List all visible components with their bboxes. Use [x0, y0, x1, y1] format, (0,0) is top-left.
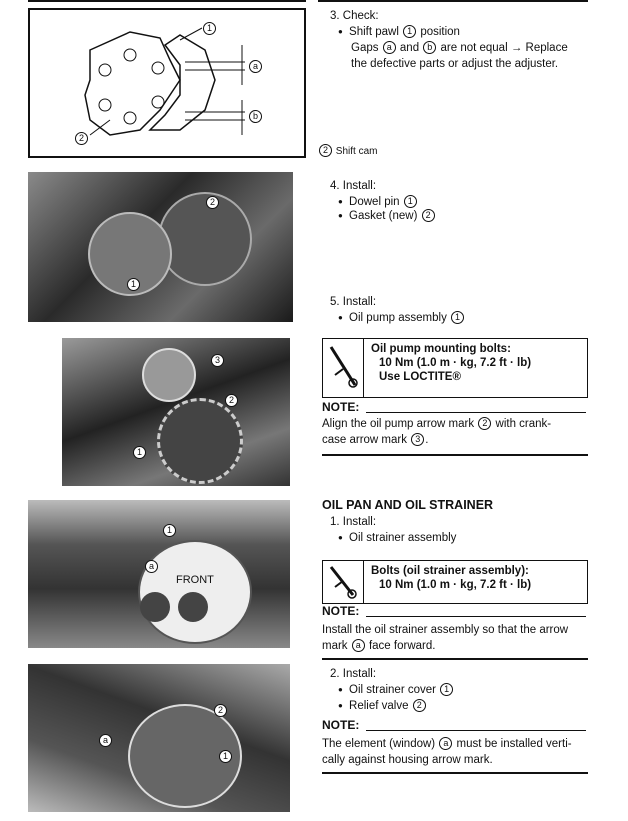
note2-a: a: [351, 639, 365, 652]
step4-item1-num: 1: [403, 195, 417, 208]
note2-rule: [366, 616, 586, 617]
step3-bullet-num: 1: [403, 25, 417, 38]
spec1-line1: Oil pump mounting bolts:: [371, 343, 511, 355]
p4-callout-2: 2: [214, 704, 227, 717]
photo-oil-pump: 3 2 1: [62, 338, 290, 486]
note1-rule: [366, 412, 586, 413]
note3-bottom-rule: [322, 772, 588, 774]
step3-para: Gaps a and b are not equal → Replace the…: [351, 40, 601, 72]
note2-part1: Install the oil strainer assembly so tha…: [322, 624, 569, 636]
note2-bottom-rule: [322, 658, 588, 660]
note2-text: Install the oil strainer assembly so tha…: [322, 622, 588, 654]
torque-wrench-icon-2: [323, 561, 364, 603]
p4-callout-a: a: [99, 734, 112, 747]
callout-a: a: [249, 60, 262, 73]
p3-callout-a: a: [145, 560, 158, 573]
spec1-line3: Use LOCTITE®: [379, 371, 461, 383]
step3-heading: 3. Check:: [330, 10, 379, 22]
p2-callout-3: 3: [211, 354, 224, 367]
note2-label: NOTE:: [322, 604, 360, 618]
photo-strainer-cover: 2 a 1: [28, 664, 290, 812]
note1-num2: 2: [478, 417, 492, 430]
gap-b: b: [423, 41, 437, 54]
callout-b: b: [249, 110, 262, 123]
note3-part1a: The element (window): [322, 738, 436, 750]
step5-item1-num: 1: [451, 311, 465, 324]
top-rule-right: [318, 0, 588, 2]
photo-oil-strainer: 1 a FRONT: [28, 500, 290, 648]
step3-bullet-tail: position: [420, 26, 460, 38]
note3-label: NOTE:: [322, 718, 360, 732]
step3-bullet-text: Shift pawl: [349, 26, 399, 38]
shift-cam-caption: 2 Shift cam: [318, 144, 377, 157]
step4-heading: 4. Install:: [330, 180, 377, 192]
step2-heading: 2. Install:: [330, 668, 377, 680]
p3-front-label: FRONT: [176, 574, 214, 586]
step3-para-1: Gaps: [351, 42, 379, 54]
note3-part2: cally against housing arrow mark.: [322, 754, 493, 766]
note1-text: Align the oil pump arrow mark 2 with cra…: [322, 416, 588, 448]
spec2-line2: 10 Nm (1.0 m · kg, 7.2 ft · lb): [379, 579, 532, 591]
shift-cam-diagram: 1 a b 2: [28, 8, 306, 158]
gap-a: a: [382, 41, 396, 54]
step2-item2: Relief valve 2: [338, 698, 427, 714]
oilpan-item1: Oil strainer assembly: [338, 530, 456, 546]
step2-item1: Oil strainer cover 1: [338, 682, 454, 698]
step2-item2-num: 2: [412, 699, 426, 712]
note1-part3: case arrow mark: [322, 434, 407, 446]
caption-num: 2: [319, 144, 332, 157]
oilpan-title: OIL PAN AND OIL STRAINER: [322, 498, 494, 512]
spec1-line2: 10 Nm (1.0 m · kg, 7.2 ft · lb): [379, 357, 532, 369]
torque-wrench-icon: [323, 339, 364, 397]
note1-part1: Align the oil pump arrow mark: [322, 418, 475, 430]
step2-item1-text: Oil strainer cover: [349, 684, 436, 696]
p4-callout-1: 1: [219, 750, 232, 763]
step4-item1-text: Dowel pin: [349, 196, 400, 208]
photo-dowel-gasket: 2 1: [28, 172, 293, 322]
step3-para-2: are not equal → Replace: [440, 42, 568, 54]
spec-oil-pump-bolts: Oil pump mounting bolts: 10 Nm (1.0 m · …: [322, 338, 588, 398]
step4-item2-num: 2: [421, 209, 435, 222]
note1-end: .: [425, 434, 429, 446]
step2-item1-num: 1: [440, 683, 454, 696]
p1-callout-2: 2: [206, 196, 219, 209]
oilpan-heading: 1. Install:: [330, 516, 377, 528]
note3-part1b: must be installed verti-: [456, 738, 572, 750]
note3-rule: [366, 730, 586, 731]
caption-text: Shift cam: [335, 146, 378, 157]
p2-callout-2: 2: [225, 394, 238, 407]
note1-part2: with crank-: [495, 418, 552, 430]
step3-bullet: Shift pawl 1 position: [338, 24, 460, 40]
step4-item2-text: Gasket (new): [349, 210, 418, 222]
step4-item1: Dowel pin 1: [338, 194, 418, 210]
step4-item2: Gasket (new) 2: [338, 208, 436, 224]
step5-item1: Oil pump assembly 1: [338, 310, 465, 326]
note1-label: NOTE:: [322, 400, 360, 414]
p3-callout-1: 1: [163, 524, 176, 537]
top-rule-left: [28, 0, 306, 2]
step5-item1-text: Oil pump assembly: [349, 312, 447, 324]
note1-num3: 3: [411, 433, 425, 446]
note1-bottom-rule: [322, 454, 588, 456]
step3-para-3: the defective parts or adjust the adjust…: [351, 58, 559, 70]
spec-strainer-bolts: Bolts (oil strainer assembly): 10 Nm (1.…: [322, 560, 588, 604]
note2-part2b: face forward.: [368, 640, 436, 652]
callout-2: 2: [75, 132, 88, 145]
step2-item2-text: Relief valve: [349, 700, 409, 712]
step5-heading: 5. Install:: [330, 296, 377, 308]
note3-text: The element (window) a must be installed…: [322, 736, 588, 768]
p2-callout-1: 1: [133, 446, 146, 459]
note2-part2a: mark: [322, 640, 348, 652]
callout-1: 1: [203, 22, 216, 35]
step3-para-and: and: [399, 42, 420, 54]
oilpan-item1-text: Oil strainer assembly: [349, 532, 457, 544]
p1-callout-1: 1: [127, 278, 140, 291]
note3-a: a: [439, 737, 453, 750]
spec2-line1: Bolts (oil strainer assembly):: [371, 565, 529, 577]
